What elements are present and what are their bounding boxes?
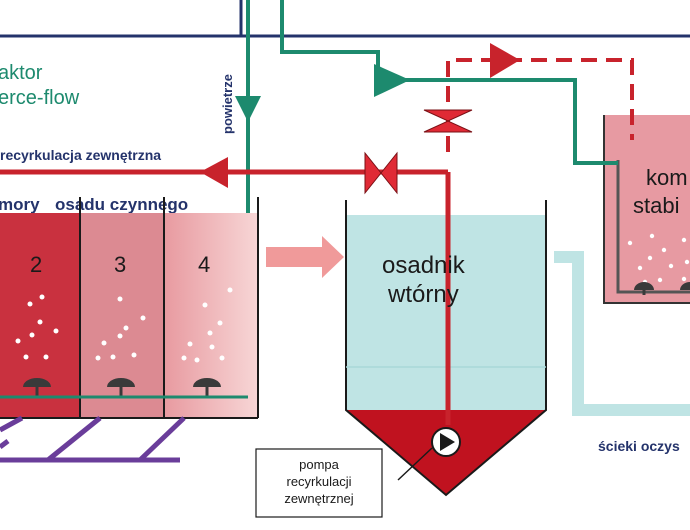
mixed-liquor-arrow — [266, 236, 344, 278]
chamber-4-number: 4 — [198, 252, 210, 277]
pump-label-line2: recyrkulacji — [286, 474, 351, 489]
excess-sludge-arrow — [490, 43, 520, 78]
purple-pipes — [0, 415, 186, 463]
reactor-title-line1: aktor — [0, 62, 43, 84]
chamber-2 — [0, 213, 80, 418]
clarifier-wall — [345, 200, 547, 497]
chamber-3-number: 3 — [114, 252, 126, 277]
stabilization-label-line1: kom — [646, 165, 688, 190]
chambers-title-word2: osadu czynnego — [55, 195, 188, 214]
chambers-title-word1: mory — [0, 195, 40, 214]
pump-label-line3: zewnętrznej — [284, 491, 353, 506]
clarifier-label-line1: osadnik — [382, 252, 466, 279]
excess-valve-bottom — [423, 120, 473, 133]
excess-valve-top — [423, 109, 473, 122]
recirc-label: recyrkulacja zewnętrzna — [0, 147, 161, 163]
air-label: powietrze — [220, 74, 235, 134]
stabilization-diffuser — [634, 282, 654, 290]
air-bubbles — [15, 287, 233, 363]
diffuser-2 — [23, 378, 51, 387]
pump-label-line1: pompa — [299, 457, 340, 472]
excess-sludge-line — [446, 58, 634, 152]
stabilization-diffuser-2 — [680, 282, 690, 290]
reactor-title-line2: erce-flow — [0, 87, 80, 109]
diffuser-4 — [193, 378, 221, 387]
air-flow-arrow-down — [235, 96, 261, 122]
stabilization-bubbles — [627, 233, 690, 285]
recirc-arrow — [200, 157, 228, 188]
diffuser-3 — [107, 378, 135, 387]
air-branch-arrow — [374, 64, 410, 97]
pump-label-box — [255, 448, 383, 518]
stabilization-air-pipe — [616, 160, 690, 294]
recirc-valve-right — [380, 151, 398, 195]
stabilization-label-line2: stabi — [633, 193, 679, 218]
effluent-pipe — [554, 251, 690, 416]
stabilization-tank-wall — [603, 115, 690, 304]
chamber-2-number: 2 — [30, 252, 42, 277]
clarifier-label-line2: wtórny — [387, 281, 459, 308]
recirc-valve-left — [364, 151, 382, 195]
chamber-4 — [164, 213, 258, 418]
treated-effluent-label: ścieki oczys — [598, 438, 680, 454]
